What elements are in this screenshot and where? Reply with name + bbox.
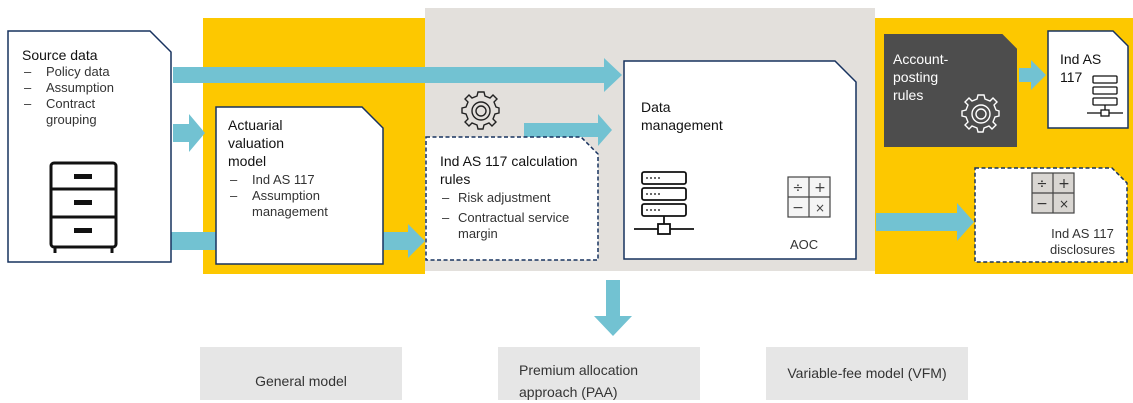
svg-text:−: −: [1036, 196, 1048, 212]
arrow-down-to-models: [594, 280, 632, 336]
svg-text:÷: ÷: [1037, 177, 1048, 192]
svg-text:×: ×: [1059, 197, 1069, 211]
model-paa: Premium allocation approach (PAA): [498, 347, 700, 400]
arrow-source-to-datamgmt: [173, 58, 622, 92]
calc-list: Risk adjustment Contractual service marg…: [440, 190, 590, 242]
svg-text:÷: ÷: [793, 181, 804, 196]
svg-text:−: −: [792, 200, 804, 216]
svg-text:+: +: [814, 180, 826, 196]
model-vfm-label: Variable-fee model (VFM): [787, 365, 947, 381]
model-paa-label: Premium allocation approach (PAA): [519, 362, 639, 400]
svg-text:×: ×: [815, 201, 825, 215]
indas-title: Ind AS 117: [1060, 51, 1102, 85]
source-data-title: Source data: [22, 47, 98, 63]
datamgmt-title: Data management: [641, 99, 723, 133]
arrow-calc-to-datamgmt: [524, 114, 612, 146]
svg-text:+: +: [1058, 176, 1070, 192]
filing-cabinet-icon: [49, 161, 118, 253]
server-icon-datamgmt: [634, 171, 694, 235]
gear-icon-calc: [461, 91, 500, 130]
arrow-posting-to-indas: [1019, 60, 1046, 90]
actuarial-list: Ind AS 117 Assumption management: [228, 172, 378, 220]
calc-item-risk: Risk adjustment: [440, 190, 590, 206]
actuarial-item-indas: Ind AS 117: [228, 172, 378, 188]
model-vfm: Variable-fee model (VFM): [766, 347, 968, 400]
disclosures-card: [974, 167, 1128, 263]
actuarial-item-assumption: Assumption management: [228, 188, 342, 220]
actuarial-title: Actuarial valuation model: [228, 117, 285, 169]
arrow-to-disclosures: [876, 203, 974, 241]
arrow-source-to-actuarial: [173, 114, 205, 152]
calculator-icon-datamgmt: ÷ + − ×: [787, 176, 831, 218]
server-icon-indas: [1087, 75, 1123, 117]
source-item-assumption: Assumption: [22, 80, 162, 96]
source-data-text: Source data Policy data Assumption Contr…: [22, 46, 162, 128]
source-data-list: Policy data Assumption Contract grouping: [22, 64, 162, 128]
model-general-label: General model: [255, 373, 347, 389]
actuarial-text: Actuarial valuation model Ind AS 117 Ass…: [228, 116, 378, 220]
calc-item-csm: Contractual service margin: [440, 210, 578, 242]
aoc-label: AOC: [790, 237, 819, 252]
disclosures-label: Ind AS 117 disclosures: [1049, 226, 1116, 257]
calc-text: Ind AS 117 calculation rules Risk adjust…: [440, 152, 590, 242]
account-posting-box: [884, 34, 1017, 147]
calculator-icon-disclosures: ÷ + − ×: [1031, 172, 1075, 214]
source-item-grouping: Contract grouping: [22, 96, 136, 128]
source-item-policy: Policy data: [22, 64, 162, 80]
calc-title: Ind AS 117 calculation rules: [440, 153, 578, 187]
gear-icon-posting: [961, 94, 1000, 133]
posting-title: Account-posting rules: [893, 51, 949, 103]
model-general: General model: [200, 347, 402, 400]
